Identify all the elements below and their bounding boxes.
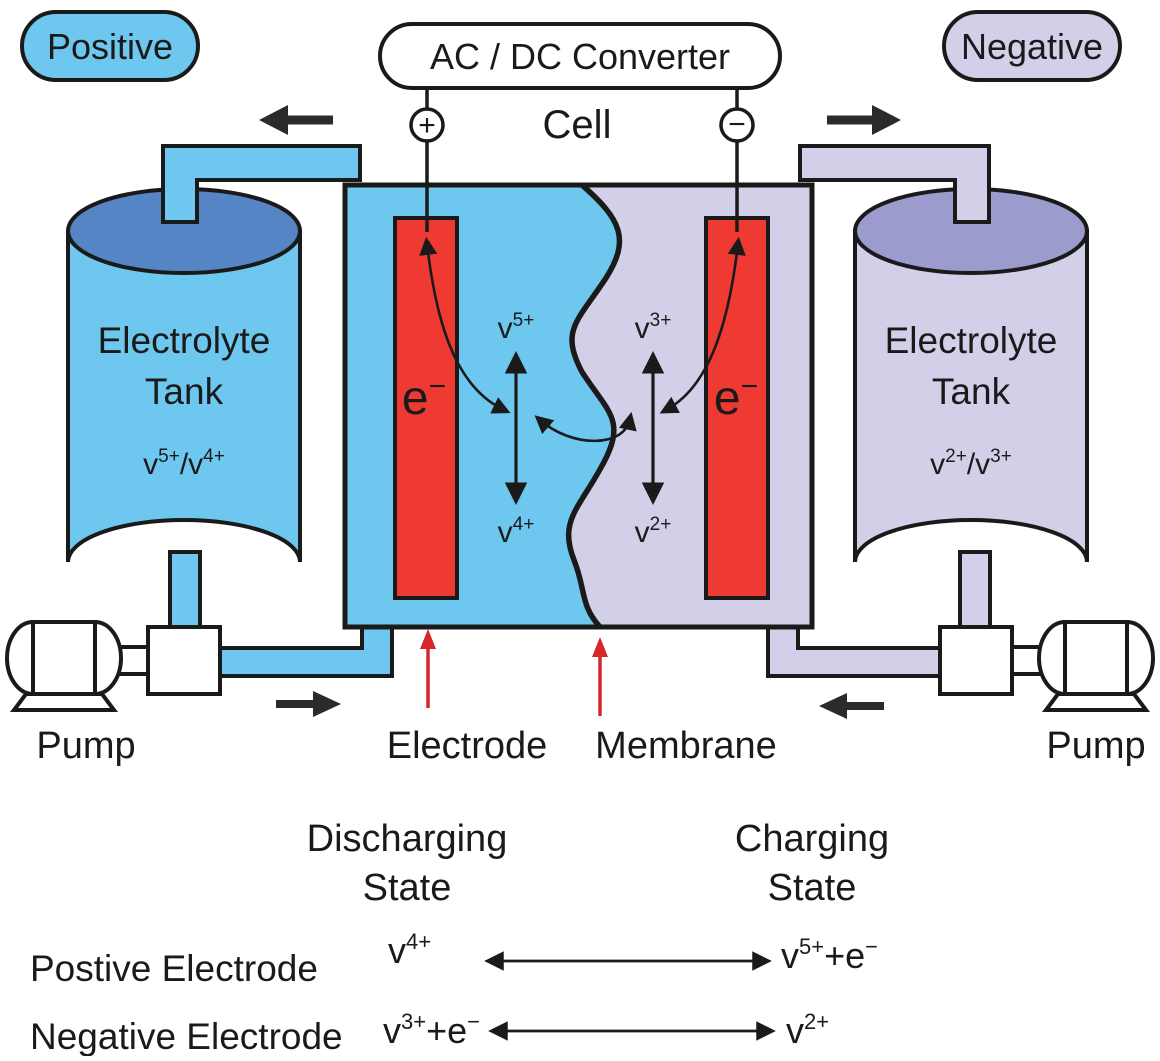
positive-electrode-row-label: Postive Electrode bbox=[30, 948, 318, 989]
left-electron-transfer-arrow bbox=[419, 236, 511, 414]
right-electrolyte-tank: Electrolyte Tank v2+/v3+ bbox=[853, 187, 1089, 563]
reaction-equations: Postive Electrode v4+ v5++e− Negative El… bbox=[30, 929, 878, 1057]
plus-terminal-symbol: + bbox=[418, 109, 436, 142]
bottom-left-flow-arrow-icon bbox=[313, 691, 341, 717]
pump-left-label: Pump bbox=[36, 725, 135, 767]
top-right-flow-arrow-icon bbox=[872, 105, 901, 135]
acdc-converter-label: AC / DC Converter bbox=[430, 36, 730, 77]
right-tank-body bbox=[853, 229, 1089, 563]
right-pump-motor bbox=[1037, 620, 1155, 696]
positive-reactant: v4+ bbox=[388, 929, 431, 971]
pump-right-label: Pump bbox=[1046, 725, 1145, 767]
right-pump-base bbox=[1042, 692, 1150, 712]
left-ion-bottom-label: v4+ bbox=[498, 514, 535, 549]
left-pump-housing bbox=[146, 625, 222, 696]
left-tank-label-line1: Electrolyte bbox=[98, 320, 271, 361]
electrode-label: Electrode bbox=[387, 725, 548, 767]
charging-state-line1: Charging bbox=[735, 818, 889, 860]
minus-terminal-icon bbox=[719, 107, 755, 143]
positive-product: v5++e− bbox=[781, 934, 878, 976]
cell-reactions: e− e− v5+ v4+ v3+ v2+ bbox=[402, 236, 758, 549]
left-top-pipe bbox=[161, 144, 362, 224]
right-top-pipe bbox=[798, 144, 991, 224]
charging-state-line2: State bbox=[768, 867, 857, 909]
acdc-converter-pill bbox=[378, 22, 782, 90]
left-tank-species: v5+/v4+ bbox=[143, 446, 225, 481]
right-ion-bottom-label: v2+ bbox=[635, 514, 672, 549]
flow-direction-arrows bbox=[259, 105, 901, 719]
cell-label: Cell bbox=[543, 103, 612, 147]
cell-border bbox=[342, 182, 815, 630]
negative-electrode-row-label: Negative Electrode bbox=[30, 1016, 343, 1056]
left-pump-motor bbox=[5, 620, 123, 696]
discharging-state-line2: State bbox=[363, 867, 452, 909]
top-left-flow-arrow-icon bbox=[259, 105, 288, 135]
negative-badge bbox=[942, 10, 1122, 82]
minus-terminal-symbol: − bbox=[728, 108, 746, 141]
right-pump-housing bbox=[938, 625, 1014, 696]
negative-product: v2+ bbox=[786, 1009, 829, 1051]
callouts: Pump Electrode Membrane Pump bbox=[36, 629, 1146, 767]
membrane-ion-exchange-arrow bbox=[534, 411, 637, 443]
membrane-pointer-arrow-icon bbox=[592, 637, 608, 657]
negative-badge-label: Negative bbox=[961, 26, 1103, 67]
right-electron-transfer-arrow bbox=[659, 236, 746, 414]
left-electrolyte-tank: Electrolyte Tank v5+/v4+ bbox=[66, 187, 302, 563]
left-pump bbox=[5, 620, 222, 712]
left-pump-base bbox=[10, 692, 118, 712]
right-tank-label-line1: Electrolyte bbox=[885, 320, 1058, 361]
left-tank-body bbox=[66, 229, 302, 563]
right-tank-outlet-pipe bbox=[958, 550, 992, 634]
positive-badge bbox=[20, 10, 200, 82]
negative-reactant: v3++e− bbox=[383, 1009, 480, 1051]
left-tank-label-line2: Tank bbox=[145, 371, 224, 412]
state-headings: Discharging State Charging State bbox=[307, 818, 889, 909]
plus-terminal-icon bbox=[409, 107, 445, 143]
right-tank-species: v2+/v3+ bbox=[930, 446, 1012, 481]
membrane-label: Membrane bbox=[595, 725, 777, 767]
discharging-state-line1: Discharging bbox=[307, 818, 508, 860]
positive-badge-label: Positive bbox=[47, 26, 173, 67]
right-pump bbox=[938, 620, 1155, 712]
electrode-pointer-arrow-icon bbox=[420, 629, 436, 649]
right-tank-label-line2: Tank bbox=[932, 371, 1011, 412]
bottom-right-flow-arrow-icon bbox=[819, 693, 847, 719]
electrical-circuit: AC / DC Converter + − Cell bbox=[378, 22, 782, 232]
membrane-wavy-line bbox=[565, 182, 623, 629]
left-tank-outlet-pipe bbox=[168, 550, 202, 634]
